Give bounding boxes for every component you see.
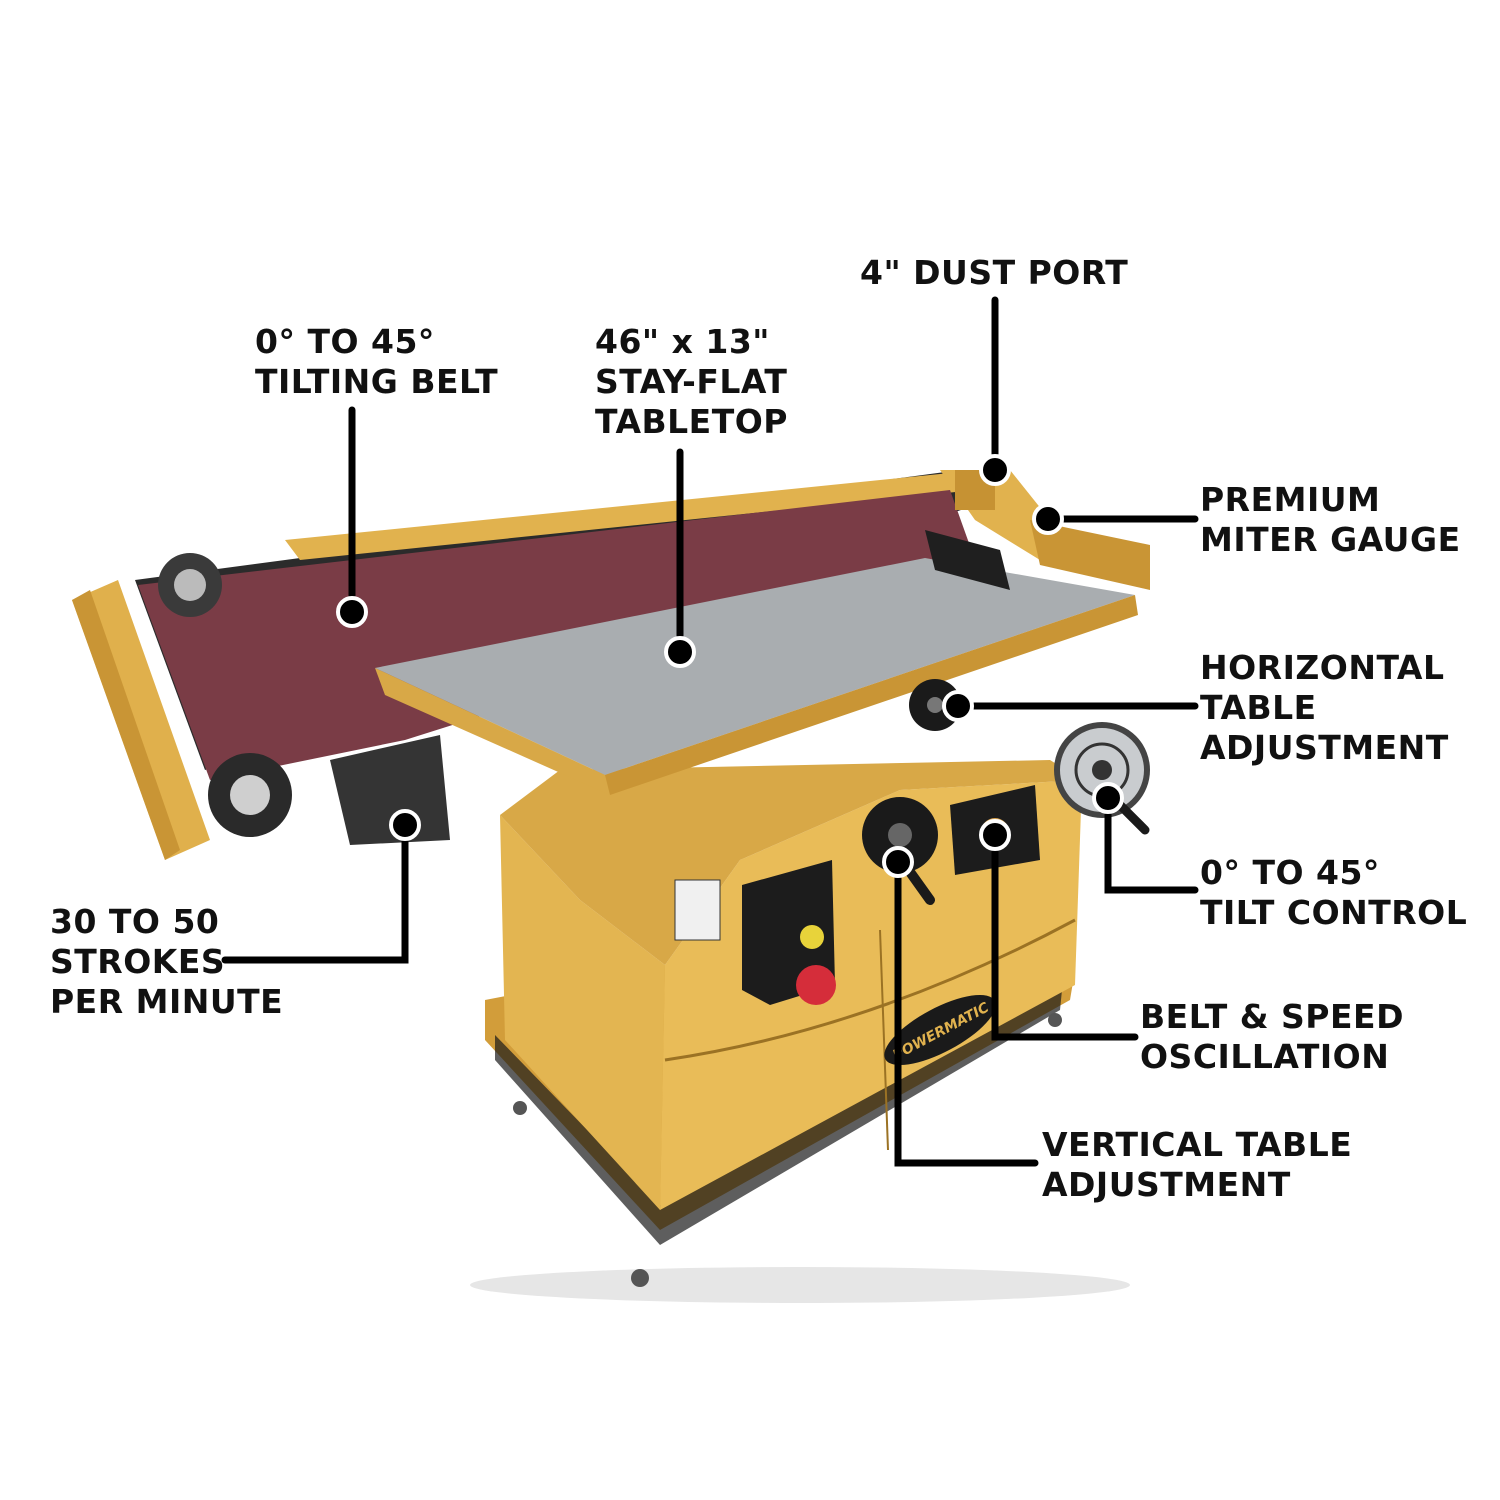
tilt-handwheel [1054,722,1150,835]
callout-line: ADJUSTMENT [1042,1165,1291,1204]
tabletop [375,558,1138,795]
callout-line: TILT CONTROL [1200,893,1468,932]
callout-horizontal-table: HORIZONTAL TABLE ADJUSTMENT [1200,648,1449,768]
callout-line: STROKES [50,942,226,981]
callout-line: STAY-FLAT [595,362,788,401]
callout-tabletop: 46" x 13" STAY-FLAT TABLETOP [595,322,788,442]
callout-tilt-control: 0° TO 45° TILT CONTROL [1200,853,1467,933]
callout-line: 46" x 13" [595,322,770,361]
leader-dots [336,454,1124,878]
callout-line: MITER GAUGE [1200,520,1461,559]
leader-lines [221,296,1199,1167]
leader-tilt-control [1104,794,1199,894]
dot-dust-port [979,454,1011,486]
callout-line: TABLE [1200,688,1317,727]
callout-line: PREMIUM [1200,480,1381,519]
callout-line: BELT & SPEED [1140,997,1404,1036]
callout-dust-port: 4" DUST PORT [860,253,1128,293]
dust-port-housing [940,470,1050,560]
belt-rollers [158,553,450,845]
power-switch-box [742,860,836,1005]
dot-tilting-belt [336,596,368,628]
callout-line: 0° TO 45° [255,322,435,361]
callout-line: 0° TO 45° [1200,853,1380,892]
warning-label [674,879,721,941]
dot-horizontal-table [942,690,974,722]
leader-belt-speed [991,831,1139,1041]
dot-miter-gauge [1032,503,1064,535]
callout-line: TABLETOP [595,402,788,441]
dot-belt-speed [979,819,1011,851]
callout-belt-speed: BELT & SPEED OSCILLATION [1140,997,1404,1077]
callout-line: 4" DUST PORT [860,253,1129,292]
floor-shadow [470,1267,1130,1303]
callout-strokes: 30 TO 50 STROKES PER MINUTE [50,902,283,1022]
callout-vertical-table: VERTICAL TABLE ADJUSTMENT [1042,1125,1352,1205]
callout-line: TILTING BELT [255,362,499,401]
emergency-stop-button [796,965,836,1005]
dot-strokes [389,809,421,841]
callout-miter-gauge: PREMIUM MITER GAUGE [1200,480,1461,560]
dot-tabletop [664,636,696,668]
callout-line: VERTICAL TABLE [1042,1125,1353,1164]
callout-line: ADJUSTMENT [1200,728,1449,767]
callout-tilting-belt: 0° TO 45° TILTING BELT [255,322,498,402]
leader-vertical-table [894,858,1039,1167]
miter-gauge [925,520,1150,590]
callout-line: 30 TO 50 [50,902,220,941]
leader-strokes [221,821,409,964]
dot-vertical-table [882,846,914,878]
callout-line: OSCILLATION [1140,1037,1390,1076]
callout-line: PER MINUTE [50,982,284,1021]
callout-line: HORIZONTAL [1200,648,1445,687]
start-button [800,925,824,949]
dot-tilt-control [1092,782,1124,814]
